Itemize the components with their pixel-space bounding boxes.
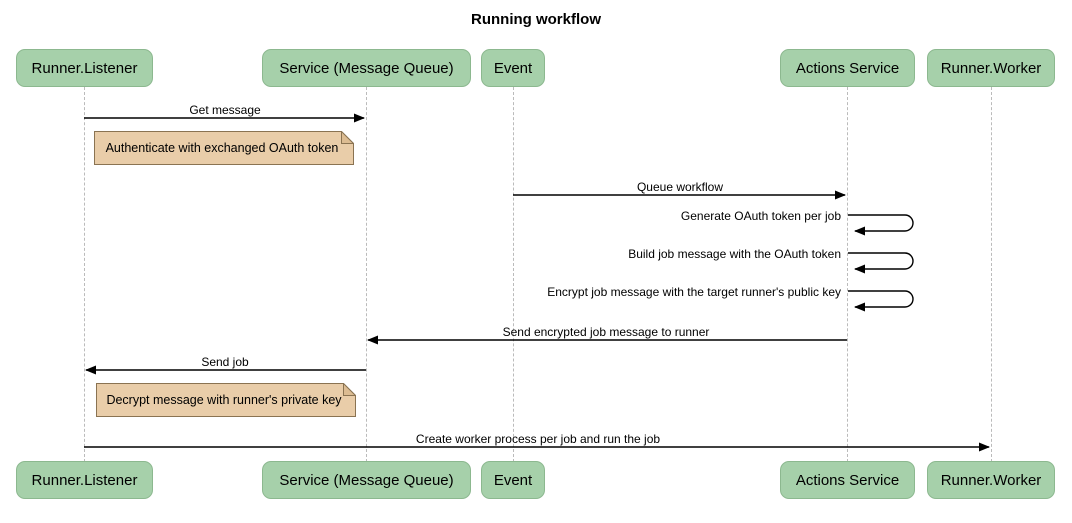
- note-body: [94, 131, 354, 165]
- arrow-self-generate-oauth-token: [848, 214, 914, 236]
- message-label-build-job-message: Build job message with the OAuth token: [628, 247, 841, 261]
- note-fold-corner: [341, 131, 354, 144]
- lifeline-event: [513, 87, 514, 462]
- actor-bottom-service-message-queue: Service (Message Queue): [262, 461, 471, 499]
- actor-bottom-runner-worker: Runner.Worker: [927, 461, 1055, 499]
- message-label-generate-oauth-token: Generate OAuth token per job: [680, 209, 841, 223]
- message-label-send-encrypted-job-message: Send encrypted job message to runner: [502, 325, 710, 339]
- note-authenticate-oauth: Authenticate with exchanged OAuth token: [94, 131, 354, 165]
- note-fold-corner: [343, 383, 356, 396]
- arrow-self-build-job-message: [848, 252, 914, 274]
- actor-top-event: Event: [481, 49, 545, 87]
- note-text: Authenticate with exchanged OAuth token: [106, 141, 339, 155]
- message-label-send-job: Send job: [201, 355, 249, 369]
- note-body: [96, 383, 356, 417]
- lifeline-runner-worker: [991, 87, 992, 462]
- actor-bottom-actions-service: Actions Service: [780, 461, 915, 499]
- lifeline-service-message-queue: [366, 87, 367, 462]
- message-label-create-worker-process: Create worker process per job and run th…: [415, 432, 661, 446]
- arrow-self-encrypt-job-message: [848, 290, 914, 312]
- actor-top-runner-listener: Runner.Listener: [16, 49, 153, 87]
- diagram-title: Running workflow: [471, 11, 601, 28]
- lifeline-runner-listener: [84, 87, 85, 462]
- note-text: Decrypt message with runner's private ke…: [106, 393, 342, 407]
- note-decrypt-private-key: Decrypt message with runner's private ke…: [96, 383, 356, 417]
- message-label-get-message: Get message: [189, 103, 261, 117]
- message-label-encrypt-job-message: Encrypt job message with the target runn…: [547, 285, 841, 299]
- actor-bottom-runner-listener: Runner.Listener: [16, 461, 153, 499]
- actor-top-actions-service: Actions Service: [780, 49, 915, 87]
- actor-top-service-message-queue: Service (Message Queue): [262, 49, 471, 87]
- message-label-queue-workflow: Queue workflow: [636, 180, 724, 194]
- lifeline-actions-service: [847, 87, 848, 462]
- actor-bottom-event: Event: [481, 461, 545, 499]
- actor-top-runner-worker: Runner.Worker: [927, 49, 1055, 87]
